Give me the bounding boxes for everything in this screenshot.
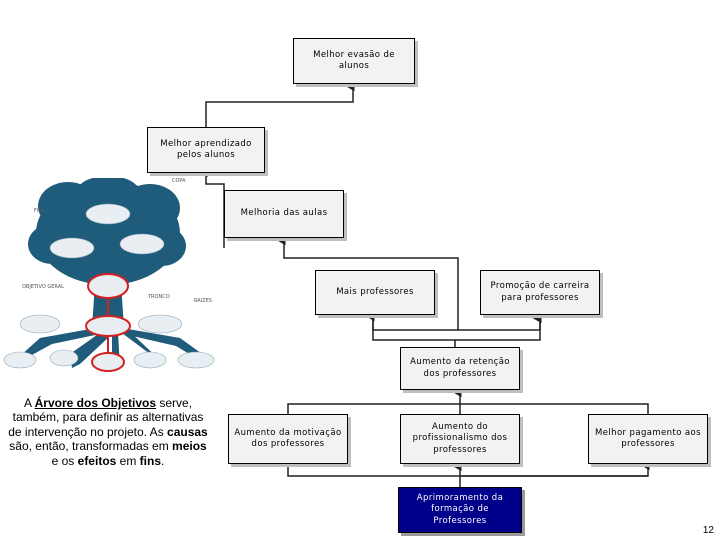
node-promocao-carreira: Promoção de carreira para professores xyxy=(480,270,600,315)
node-aumento-retencao: Aumento da retenção dos professores xyxy=(400,347,520,390)
node-melhor-pagamento: Melhor pagamento aos professores xyxy=(588,414,708,464)
tree-label-fins: FINS xyxy=(34,208,45,214)
caption-text: são, então, transformadas em xyxy=(9,439,173,454)
node-aumento-profissionalismo: Aumento do profissionalismo dos professo… xyxy=(400,414,520,464)
node-aprimoramento-formacao: Aprimoramento da formação de Professores xyxy=(398,487,522,533)
caption-text: e os xyxy=(51,453,78,468)
node-melhor-aprendizado: Melhor aprendizado pelos alunos xyxy=(147,127,265,173)
caption-causas: causas xyxy=(167,424,208,439)
edge-n6-n4 xyxy=(365,310,456,350)
tree-label-objetivo-geral: OBJETIVO GERAL xyxy=(22,284,64,290)
caption-text: A xyxy=(23,396,35,410)
tree-label-raizes: RAIZES xyxy=(194,298,212,304)
edge-n7-n6 xyxy=(287,403,649,414)
caption-text: . xyxy=(161,453,165,468)
caption-text: serve, também, para definir as alternati… xyxy=(8,396,204,439)
caption-efeitos: efeitos xyxy=(77,453,117,468)
tree-caption: A Árvore dos Objetivos serve, também, pa… xyxy=(6,396,210,468)
tree-label-copa: COPA xyxy=(172,178,186,184)
objectives-tree-illustration: COPA FINS OBJETIVO GERAL TRONCO RAIZES xyxy=(3,178,215,372)
node-melhor-evasao: Melhor evasão de alunos xyxy=(293,38,415,84)
node-aumento-motivacao: Aumento da motivação dos professores xyxy=(228,414,348,464)
edge-n4-n3 xyxy=(372,314,541,331)
node-mais-professores: Mais professores xyxy=(315,270,435,315)
tree-label-tronco: TRONCO xyxy=(147,294,170,300)
caption-fins: fins xyxy=(139,453,162,468)
edge-n6-n5 xyxy=(455,312,542,341)
edge-n5-n3 xyxy=(276,234,459,330)
caption-arvore-objetivos: Árvore dos Objetivos xyxy=(34,396,157,410)
caption-meios: meios xyxy=(172,439,207,454)
page-number: 12 xyxy=(702,525,714,536)
node-melhoria-aulas: Melhoria das aulas xyxy=(224,190,344,238)
caption-text: em xyxy=(116,453,140,468)
edge-n10-n7 xyxy=(287,459,650,477)
